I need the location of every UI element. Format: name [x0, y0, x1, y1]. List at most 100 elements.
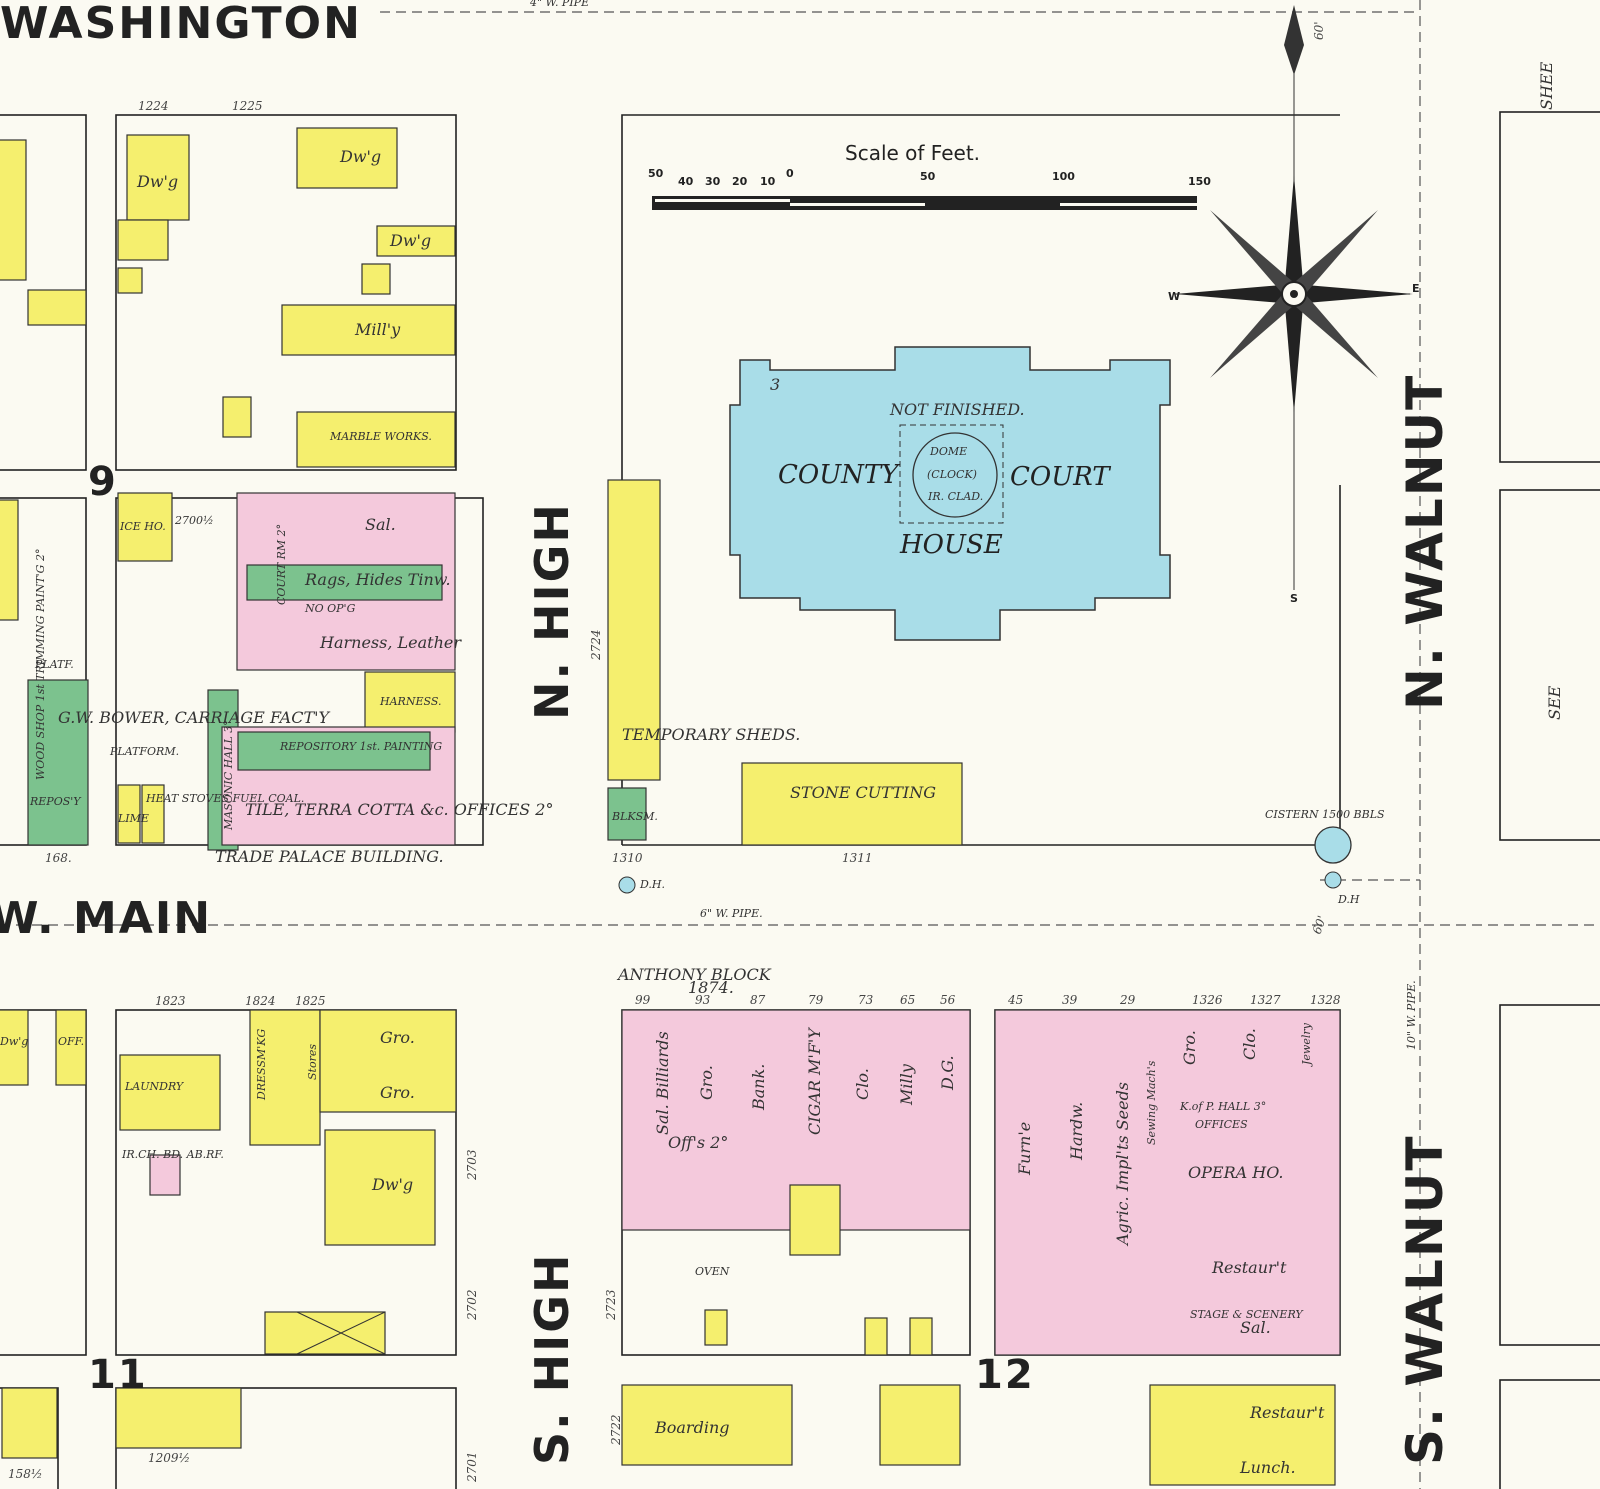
boarding-house: [621, 1384, 793, 1466]
lot-number: 1224: [138, 99, 169, 113]
stores-label: Stores: [306, 1044, 319, 1080]
fleur-de-lis-north-icon: [1284, 5, 1304, 75]
no-openings-label: NO OP'G: [304, 602, 356, 615]
knights-of-pythias-hall-label: K.of P. HALL 3°: [1179, 1100, 1266, 1113]
scale-tick: 100: [1052, 170, 1075, 183]
hydrant-label: D.H.: [639, 878, 665, 891]
marble-works-building: [296, 411, 456, 468]
rags-hides-label: Rags, Hides Tinw.: [304, 570, 451, 589]
office-building: [55, 1009, 87, 1086]
harness-leather-label: Harness, Leather: [319, 633, 462, 652]
opera-house-label: OPERA HO.: [1188, 1163, 1283, 1182]
outbuilding: [704, 1309, 728, 1346]
iron-clad-label: IR.CH. BD. AB.RF.: [121, 1148, 224, 1161]
restaurant-label: Restaur't: [1211, 1258, 1287, 1277]
temporary-sheds: [607, 479, 661, 781]
heat-stoves-label: HEAT STOVES FUEL COAL.: [145, 792, 304, 805]
dome-label: (CLOCK): [927, 468, 977, 481]
address-number: 45: [1007, 993, 1023, 1007]
pipe-label: 4" W. PIPE: [529, 0, 589, 9]
address-number: 87: [750, 993, 766, 1007]
block-number: 12: [975, 1352, 1035, 1398]
shed-building: [879, 1384, 961, 1466]
agricultural-implements-label: Agric. Impl'ts Seeds: [1113, 1082, 1132, 1247]
lot-number: 2702: [465, 1289, 479, 1321]
platform-short-label: PLATF.: [34, 658, 74, 671]
laundry-building: [119, 1054, 221, 1131]
dwelling-building: [296, 127, 398, 189]
address-number: 65: [900, 993, 915, 1007]
ice-house-building: [117, 492, 173, 562]
compass-w: W: [1168, 290, 1180, 303]
lot-number: 2722: [609, 1414, 623, 1446]
see-note: SEE: [1545, 685, 1564, 720]
street-n-walnut: N. WALNUT: [1396, 374, 1454, 710]
outbuilding: [864, 1317, 888, 1356]
ice-house-number: 2700½: [174, 514, 214, 527]
anthony-block-year: 1874.: [688, 978, 734, 997]
lime-label: LIME: [117, 812, 149, 825]
laundry-label: LAUNDRY: [124, 1080, 185, 1093]
hardware-label: Hardw.: [1067, 1102, 1086, 1161]
scale-tick: 150: [1188, 175, 1211, 188]
harness-label: HARNESS.: [379, 695, 441, 708]
lot-number: 158½: [8, 1467, 43, 1481]
block-outline: [1499, 111, 1600, 463]
lime-shed: [117, 784, 141, 844]
cistern: [1314, 826, 1352, 864]
dressmaking-label: DRESSM'KG: [255, 1028, 268, 1101]
scale-tick: 50: [920, 170, 936, 183]
block-outline: [1499, 1004, 1600, 1346]
sewing-machines-label: Sewing Mach's: [1145, 1060, 1158, 1145]
bower-carriage-label: G.W. BOWER, CARRIAGE FACT'Y: [58, 708, 331, 727]
saloon-label: Sal.: [365, 515, 396, 534]
address-number: 56: [940, 993, 956, 1007]
lot-number: 1824: [245, 994, 276, 1008]
address-number: 39: [1062, 993, 1078, 1007]
temporary-sheds-label: TEMPORARY SHEDS.: [622, 725, 800, 744]
jewelry-label: Jewelry: [1300, 1022, 1313, 1067]
street-s-high: S. HIGH: [525, 1253, 579, 1466]
boarding-label: Boarding: [654, 1418, 729, 1437]
street-s-walnut: S. WALNUT: [1396, 1135, 1454, 1465]
scale-tick: 40: [678, 175, 694, 188]
blacksmith-label: BLKSM.: [611, 810, 658, 823]
compass-s: S: [1290, 592, 1298, 605]
stage-scenery-label: STAGE & SCENERY: [1190, 1308, 1304, 1321]
harness-building: [364, 671, 456, 733]
hydrant-label: D.H: [1337, 893, 1360, 906]
opera-house-block: [994, 1009, 1341, 1356]
oven-label: OVEN: [695, 1265, 730, 1278]
block-number: 9: [88, 459, 118, 505]
block-outline: [1499, 1379, 1600, 1489]
lot-number: 2701: [465, 1451, 479, 1483]
dwelling-building: [0, 1009, 29, 1086]
street-width: 60': [1310, 914, 1330, 936]
street-main: W. MAIN: [0, 893, 212, 944]
lot-number: 1310: [612, 851, 643, 865]
pipe-label: 6" W. PIPE.: [700, 907, 763, 920]
trade-palace-label: TRADE PALACE BUILDING.: [215, 847, 444, 866]
millinery-building: [281, 304, 456, 356]
shed-building: [1, 1387, 58, 1459]
lot-number: 2724: [589, 629, 603, 661]
shed-building: [264, 1311, 386, 1355]
ice-house-label: ICE HO.: [119, 520, 166, 533]
pipe-label: 10" W. PIPE.: [1405, 980, 1418, 1050]
stone-cutting-building: [741, 762, 963, 846]
lot-number: 1823: [155, 994, 186, 1008]
rags-hides-building: [246, 564, 443, 601]
tile-terra-cotta-label: TILE, TERRA COTTA &c. OFFICES 2°: [245, 800, 553, 819]
wood-shop-building: [27, 679, 89, 846]
lot-number: 168.: [45, 851, 72, 865]
dome-label: DOME: [929, 445, 967, 458]
address-number: 73: [858, 993, 874, 1007]
dwelling-label: Dw'g: [371, 1175, 413, 1194]
outbuilding: [909, 1317, 933, 1356]
street-width: 60': [1312, 21, 1326, 40]
court-room-label: COURT RM 2°: [275, 524, 288, 605]
lot-number: 1825: [295, 994, 326, 1008]
dwelling-building: [0, 139, 27, 281]
dwelling-building: [117, 219, 169, 261]
